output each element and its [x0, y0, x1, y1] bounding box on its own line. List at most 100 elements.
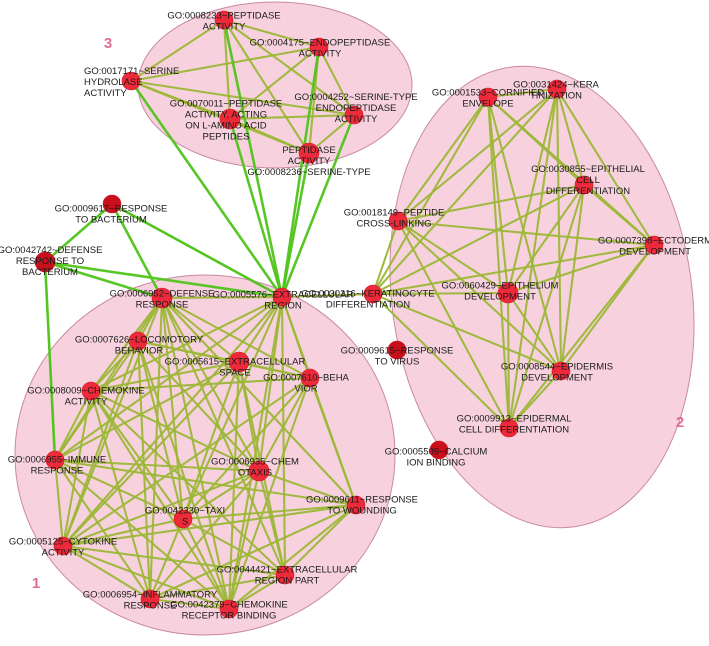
node-n2c[interactable]: [574, 175, 594, 195]
node-n3f[interactable]: [298, 142, 320, 164]
edge-n1ecr-n1ecs: [237, 295, 284, 364]
node-label-ndbac-line-0: GO:0042742~DEFENSE: [0, 245, 102, 256]
node-n3b[interactable]: [309, 37, 329, 57]
node-n1ecs[interactable]: [228, 351, 250, 373]
node-label-n1ecs-line-1: SPACE: [219, 368, 251, 379]
edge-n1cht-n1inf: [148, 469, 261, 601]
edge-n3a-n1ecr: [222, 18, 284, 299]
node-n1crb[interactable]: [219, 599, 239, 619]
node-label-n1crb-line-0: GO:0042379~CHEMOKINE: [170, 600, 287, 611]
edge-n2c-n2h: [559, 183, 586, 373]
edge-n2e-n2i: [507, 243, 656, 430]
edge-n3a-n3c: [129, 18, 226, 83]
edge-n2c-n2f: [506, 183, 586, 295]
edge-n1loc-n1chk: [89, 339, 140, 393]
edge-n1cht-n1ecp: [257, 469, 287, 577]
node-ndbac[interactable]: [34, 251, 56, 273]
node-n1tax[interactable]: [173, 509, 193, 529]
edge-ndbac-n1def: [43, 260, 164, 300]
edge-n1chk-n1cyt: [61, 389, 93, 548]
node-n3c[interactable]: [121, 71, 141, 91]
edge-n1ecr-n1ecp: [280, 295, 287, 577]
edge-n1loc-n1inf: [136, 339, 152, 601]
edge-n1ecr-n1imm: [53, 295, 284, 462]
node-label-n2d-line-0: GO:0018149~PEPTIDE: [344, 208, 445, 219]
edge-n2h-n2i: [507, 369, 563, 430]
node-n3d[interactable]: [344, 105, 364, 125]
node-label-n1tax-line-1: S: [182, 517, 188, 528]
edge-n2f-n2i: [506, 291, 511, 430]
edge-n3e-n3f: [228, 117, 311, 155]
edge-n1ecs-n1imm: [53, 360, 241, 462]
node-n3a[interactable]: [214, 10, 234, 30]
node-n1loc[interactable]: [128, 331, 148, 351]
node-n1imm[interactable]: [45, 450, 65, 470]
edge-n1cht-n1tax: [181, 469, 261, 521]
node-n1wnd[interactable]: [346, 495, 366, 515]
edge-thin-ndbac-n1imm: [44, 261, 56, 461]
node-n2d[interactable]: [388, 211, 408, 231]
edge-n2g-n2h: [371, 292, 563, 373]
node-n2g[interactable]: [363, 284, 383, 304]
node-label-n2c-line-2: DIFFERENTIATION: [546, 186, 630, 197]
edge-n1loc-n1tax: [136, 339, 185, 521]
node-label-n2d-line-1: CROSS-LINKING: [357, 219, 432, 230]
node-label-n2f-line-0: GO:0060429~EPITHELIUM: [442, 281, 559, 292]
node-label-n1ecr-line-0: GO:0005576~EXTRACELLULAR: [213, 290, 354, 301]
node-label-n1ecs-line-0: GO:0005615~EXTRACELLULAR: [165, 357, 306, 368]
cluster-3-region: [137, 1, 413, 169]
node-label-n1cyt-line-1: ACTIVITY: [42, 548, 85, 559]
node-label-n3d-line-1: ENDOPEPTIDASE: [316, 103, 397, 114]
edge-n2a-n2d: [396, 95, 490, 223]
node-label-n2a-line-1: ENVELOPE: [462, 99, 513, 110]
node-label-n2i-line-0: GO:0009913~EPIDERMAL: [457, 414, 572, 425]
edge-n2d-n2f: [396, 219, 510, 295]
edge-n3f-n1ecr: [280, 151, 311, 299]
node-label-n1loc-line-1: BEHAVIOR: [115, 346, 164, 357]
edge-n3b-n3d: [317, 45, 356, 117]
node-n2b[interactable]: [547, 79, 567, 99]
edge-n1wnd-n1crb: [227, 503, 358, 611]
node-n1def[interactable]: [151, 287, 173, 309]
edge-n1ecs-n1chk: [89, 360, 241, 393]
node-n1ecp[interactable]: [275, 565, 295, 585]
cluster-2-label: 2: [676, 414, 684, 431]
node-n1inf[interactable]: [140, 589, 160, 609]
edge-n3c-n3d: [129, 79, 356, 117]
edge-n1ecr-n1cyt: [61, 295, 284, 548]
node-n1cyt[interactable]: [53, 536, 73, 556]
node-label-n3a-line-1: ACTIVITY: [203, 22, 246, 33]
node-n1beh[interactable]: [300, 368, 320, 388]
edge-n1ecr-n1cht: [257, 295, 284, 473]
edge-n1ecp-n1inf: [148, 573, 287, 601]
node-ncal[interactable]: [429, 440, 449, 460]
node-n1chk[interactable]: [81, 381, 101, 401]
edge-n3d-n3e: [228, 113, 356, 121]
edge-n3a-n3d: [222, 18, 356, 117]
node-label-n3e-line-2: ON L-AMINO ACID: [185, 121, 266, 132]
edge-n1inf-n1crb: [148, 597, 231, 611]
node-n1ecr[interactable]: [272, 287, 292, 307]
node-n2h[interactable]: [551, 361, 571, 381]
node-label-n2g-line-1: DIFFERENTIATION: [326, 300, 410, 311]
node-n2e[interactable]: [644, 235, 664, 255]
edge-n1loc-n1crb: [136, 339, 231, 611]
node-label-n3c-line-0: GO:0017171~SERINE: [84, 66, 179, 77]
edge-n1cht-n1cyt: [61, 469, 261, 548]
node-label-nbac-line-0: GO:0009617~RESPONSE: [55, 204, 168, 215]
node-n2a[interactable]: [478, 87, 498, 107]
edge-n1chk-n1imm: [53, 389, 93, 462]
node-n2f[interactable]: [497, 282, 519, 304]
edge-n2a-n2i: [486, 95, 511, 430]
node-label-n3b-line-1: ACTIVITY: [299, 49, 342, 60]
node-nvir[interactable]: [387, 340, 407, 360]
edge-n1ecs-n1beh: [237, 360, 312, 380]
node-nbac[interactable]: [102, 194, 122, 214]
cluster-1-label: 1: [32, 575, 40, 592]
node-n3e[interactable]: [219, 108, 241, 130]
node-label-n2i-line-1: CELL DIFFERENTIATION: [459, 425, 569, 436]
node-n2i[interactable]: [499, 418, 519, 438]
node-label-n1cyt-line-0: GO:0005125~CYTOKINE: [9, 537, 117, 548]
edge-n2f-n2g: [371, 291, 510, 296]
node-n1cht[interactable]: [248, 460, 270, 482]
